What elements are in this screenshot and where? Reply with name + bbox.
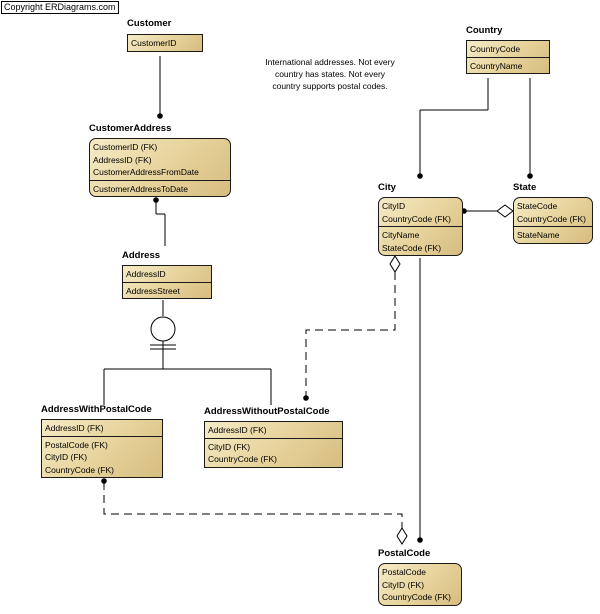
copyright-label: Copyright ERDiagrams.com: [1, 1, 119, 14]
entity-attribute: StateCode (FK): [382, 242, 442, 253]
cardinality-dot: [153, 197, 159, 203]
entity-box: PostalCode CityID (FK) CountryCode (FK): [378, 563, 462, 606]
entity-attribute: AddressID (FK): [45, 423, 104, 433]
entity-key-section: AddressID (FK): [42, 420, 162, 436]
entity-attribute: PostalCode: [382, 567, 426, 577]
entity-key-section: CountryCode: [467, 41, 549, 57]
entity-attribute: CityID (FK): [208, 441, 251, 452]
entity-attribute: StateName: [517, 230, 560, 240]
entity-attribute: StateCode: [517, 201, 558, 211]
entity-attribute-section: AddressStreet: [123, 281, 211, 299]
entity-key-section: AddressID (FK): [205, 422, 342, 438]
entity-attribute: CityID (FK): [382, 579, 425, 590]
entity-attribute-section: CityID (FK) CountryCode (FK): [205, 437, 342, 467]
entity-attribute-section: CountryName: [467, 56, 549, 74]
cardinality-dot: [101, 478, 107, 484]
entity-box: AddressID AddressStreet: [122, 265, 212, 299]
cardinality-dot: [417, 173, 423, 179]
entity-attribute: AddressID (FK): [93, 154, 152, 165]
entity-attribute-section: CityName StateCode (FK): [379, 226, 462, 255]
note-line: country supports postal codes.: [272, 81, 388, 91]
entity-attribute: CountryName: [470, 60, 523, 71]
entity-box: CustomerID (FK) AddressID (FK) CustomerA…: [89, 138, 231, 197]
entity-attribute: CountryCode (FK): [382, 213, 451, 224]
entity-attribute: CustomerAddressFromDate: [93, 167, 199, 177]
entity-box: AddressID (FK) CityID (FK) CountryCode (…: [204, 421, 343, 468]
entity-box: AddressID (FK) PostalCode (FK) CityID (F…: [41, 419, 163, 478]
entity-title: State: [513, 182, 537, 193]
entity-title: AddressWithPostalCode: [41, 404, 152, 415]
entity-key-section: StateCode CountryCode (FK): [514, 198, 592, 226]
entity-box: StateCode CountryCode (FK) StateName: [513, 197, 593, 244]
entity-attribute: AddressID: [126, 269, 166, 279]
entity-key-section: CustomerID: [128, 35, 202, 51]
optional-diamond: [389, 255, 401, 273]
entity-box: CityID CountryCode (FK) CityName StateCo…: [378, 197, 463, 256]
entity-attribute: CountryCode (FK): [382, 592, 451, 602]
entity-attribute: CountryCode (FK): [517, 213, 586, 224]
entity-key-section: PostalCode CityID (FK) CountryCode (FK): [379, 564, 461, 605]
entity-attribute: PostalCode (FK): [45, 439, 108, 450]
cardinality-dot: [417, 537, 423, 543]
entity-attribute: AddressStreet: [126, 285, 180, 296]
entity-attribute-section: StateName: [514, 226, 592, 243]
entity-attribute: CountryCode: [470, 44, 521, 54]
entity-title: Address: [122, 250, 161, 261]
cardinality-dot: [527, 173, 533, 179]
entity-title: Customer: [127, 18, 172, 29]
entity-attribute: AddressID (FK): [208, 425, 267, 435]
entity-attribute: CountryCode (FK): [208, 454, 277, 464]
entity-attribute: CustomerAddressToDate: [93, 183, 188, 194]
entity-attribute: CustomerID: [131, 38, 177, 48]
cardinality-dot: [303, 395, 309, 401]
entity-attribute-section: CustomerAddressToDate: [90, 179, 230, 197]
entity-key-section: CustomerID (FK) AddressID (FK) CustomerA…: [90, 139, 230, 180]
note-line: country has states. Not every: [274, 69, 386, 79]
rel-city-addresswithoutpostalcode: [305, 272, 396, 397]
entity-title: CustomerAddress: [89, 123, 172, 134]
entity-title: City: [378, 182, 396, 193]
entity-box: CountryCode CountryName: [466, 40, 550, 74]
entity-title: AddressWithoutPostalCode: [204, 406, 330, 417]
note-line: International addresses. Not every: [265, 57, 395, 67]
optional-diamond: [396, 527, 408, 545]
entity-box: CustomerID: [127, 34, 203, 52]
cardinality-dot: [157, 113, 163, 119]
rel-postalcode-addresswithpostalcode: [103, 482, 403, 528]
entity-title: PostalCode: [378, 548, 431, 559]
entity-attribute: CityID: [382, 201, 406, 211]
entity-attribute: CityID (FK): [45, 452, 88, 462]
optional-diamond: [496, 204, 514, 218]
entity-attribute: CountryCode (FK): [45, 464, 114, 475]
diagram-note: International addresses. Not every count…: [250, 56, 410, 92]
entity-attribute-section: PostalCode (FK) CityID (FK) CountryCode …: [42, 435, 162, 478]
subtype-discriminator-circle: [150, 316, 176, 342]
entity-key-section: CityID CountryCode (FK): [379, 198, 462, 226]
entity-key-section: AddressID: [123, 266, 211, 282]
entity-attribute: CityName: [382, 230, 420, 240]
entity-title: Country: [466, 25, 503, 36]
entity-attribute: CustomerID (FK): [93, 142, 158, 152]
